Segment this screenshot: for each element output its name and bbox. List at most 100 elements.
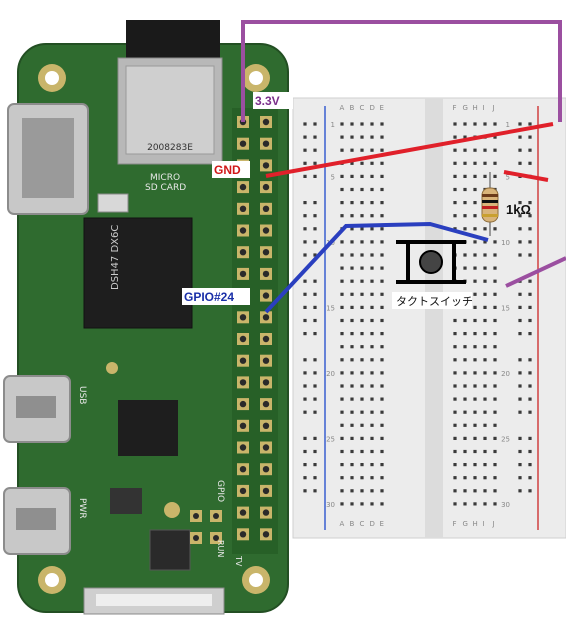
breadboard-hole [350,253,354,257]
breadboard-hole [453,489,457,493]
breadboard-hole [370,305,374,309]
rail-hole [518,410,522,414]
test-pad-2 [106,362,118,374]
column-letter: C [360,104,365,112]
breadboard-hole [493,332,497,336]
column-letter: F [453,520,457,528]
run-tv-pads [190,510,222,544]
breadboard-hole [453,135,457,139]
breadboard-hole [463,423,467,427]
wire-resistor-red [503,170,549,182]
breadboard-hole [370,201,374,205]
breadboard-hole [350,161,354,165]
switch-button [419,250,443,274]
breadboard-hole [483,463,487,467]
breadboard-hole [360,253,364,257]
breadboard-hole [473,122,477,126]
rail-hole [518,332,522,336]
row-number: 5 [331,173,335,181]
breadboard-hole [380,502,384,506]
rail-hole [303,148,307,152]
breadboard-hole [380,410,384,414]
breadboard-hole [463,502,467,506]
breadboard-hole [340,214,344,218]
breadboard-hole [463,384,467,388]
breadboard-hole [493,135,497,139]
breadboard-hole [380,292,384,296]
breadboard-hole [350,148,354,152]
breadboard-hole [370,410,374,414]
breadboard-hole [483,161,487,165]
breadboard-hole [473,253,477,257]
rail-hole [518,397,522,401]
breadboard-hole [380,240,384,244]
breadboard-hole [483,476,487,480]
rail-hole [528,253,532,257]
breadboard-hole [370,148,374,152]
rail-hole [528,449,532,454]
breadboard-hole [473,174,477,178]
breadboard-hole [340,489,344,493]
breadboard-hole [473,148,477,152]
soc-chip [83,217,193,329]
breadboard-hole [473,201,477,205]
breadboard-hole [493,502,497,506]
breadboard-hole [483,122,487,126]
breadboard-hole [380,358,384,362]
rail-hole [518,384,522,388]
rail-hole [313,318,317,323]
breadboard-hole [463,122,467,126]
breadboard-hole [493,292,497,296]
column-letter: F [453,104,457,112]
rail-hole [518,318,522,323]
resistor [481,172,499,236]
breadboard-hole [493,436,497,440]
breadboard-hole [380,384,384,388]
breadboard-hole [463,318,467,323]
breadboard-hole [473,384,477,388]
rail-hole [528,161,532,165]
breadboard-hole [463,397,467,401]
breadboard-hole [453,476,457,480]
breadboard-hole [350,371,354,375]
breadboard-hole [453,227,457,231]
breadboard-hole [370,122,374,126]
gpio-pin-hole [262,314,270,321]
breadboard-hole [360,135,364,139]
gpio-pin-hole [262,400,270,408]
rail-hole [528,148,532,152]
breadboard-hole [380,174,384,178]
breadboard-hole [380,371,384,375]
breadboard-hole [340,266,344,270]
breadboard-hole [360,161,364,165]
rail-hole [518,436,522,440]
breadboard-hole [350,279,354,283]
rail-hole [313,476,317,480]
breadboard-hole [453,332,457,336]
gpio-pin-hole [239,205,247,212]
breadboard-hole [360,345,364,349]
rail-hole [528,436,532,440]
wifi-chip [118,400,178,456]
breadboard-hole [370,135,374,139]
rail-hole [303,489,307,493]
rail-hole [313,397,317,401]
breadboard-hole [493,371,497,375]
breadboard-hole [350,266,354,270]
regulator [110,488,142,514]
breadboard-hole [473,214,477,218]
rail-hole [313,384,317,388]
rail-hole [518,122,522,126]
breadboard-hole [340,174,344,178]
gpio-pin-hole [239,444,247,451]
breadboard-hole [370,174,374,178]
breadboard-hole [380,135,384,139]
breadboard-hole [483,174,487,178]
column-letter: E [380,520,384,528]
rail-hole [518,214,522,218]
column-letter: I [483,520,485,528]
breadboard-hole [350,305,354,309]
rail-hole [313,214,317,218]
